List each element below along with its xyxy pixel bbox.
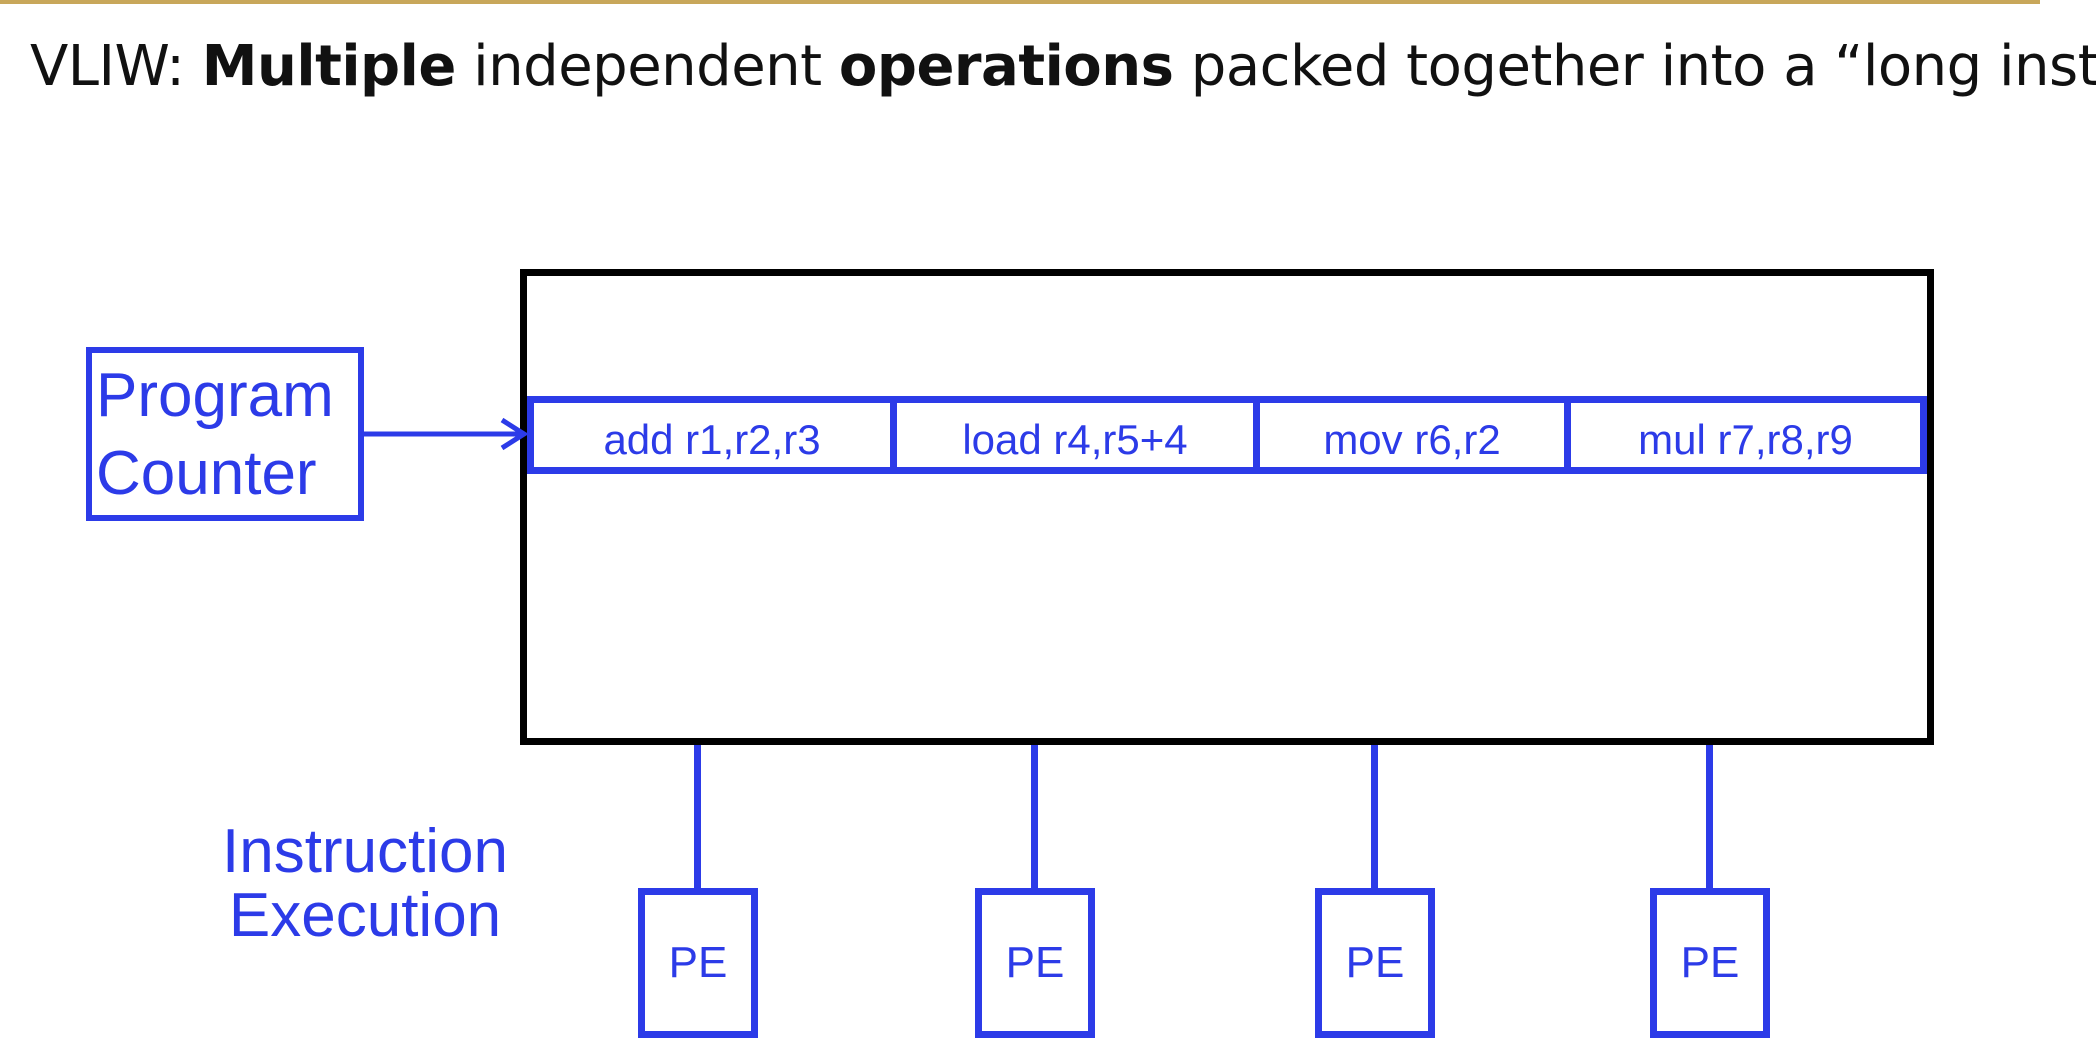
- processing-element: PE: [975, 888, 1095, 1038]
- top-rule: [0, 0, 2040, 4]
- program-counter-box: Program Counter: [86, 347, 364, 521]
- operation-slot: load r4,r5+4: [890, 403, 1253, 467]
- heading-middle: independent: [455, 34, 839, 99]
- long-instruction-word: add r1,r2,r3 load r4,r5+4 mov r6,r2 mul …: [527, 396, 1927, 474]
- processing-element: PE: [1315, 888, 1435, 1038]
- instruction-execution-line2: Execution: [228, 881, 502, 950]
- instruction-memory-box: [520, 269, 1934, 745]
- program-counter-label-line2: Counter: [96, 439, 317, 508]
- slide-heading: VLIW: Multiple independent operations pa…: [30, 34, 2096, 99]
- pe-connector: [1706, 745, 1713, 888]
- operation-slot: add r1,r2,r3: [603, 416, 821, 463]
- heading-bold-multiple: Multiple: [201, 34, 457, 99]
- heading-suffix: packed together into a “long inst.”: [1173, 34, 2096, 99]
- operation-slot: mov r6,r2: [1253, 403, 1564, 467]
- operation-slot: mul r7,r8,r9: [1564, 403, 1920, 467]
- instruction-execution-label: Instruction Execution: [222, 820, 508, 948]
- processing-element: PE: [1650, 888, 1770, 1038]
- pe-connector: [1031, 745, 1038, 888]
- pc-to-instruction-arrow: [360, 417, 529, 451]
- pe-connector: [1371, 745, 1378, 888]
- instruction-execution-line1: Instruction: [222, 817, 509, 886]
- processing-element: PE: [638, 888, 758, 1038]
- pe-connector: [694, 745, 701, 888]
- heading-bold-operations: operations: [838, 34, 1174, 99]
- program-counter-label-line1: Program: [96, 361, 334, 430]
- heading-prefix: VLIW:: [30, 34, 202, 99]
